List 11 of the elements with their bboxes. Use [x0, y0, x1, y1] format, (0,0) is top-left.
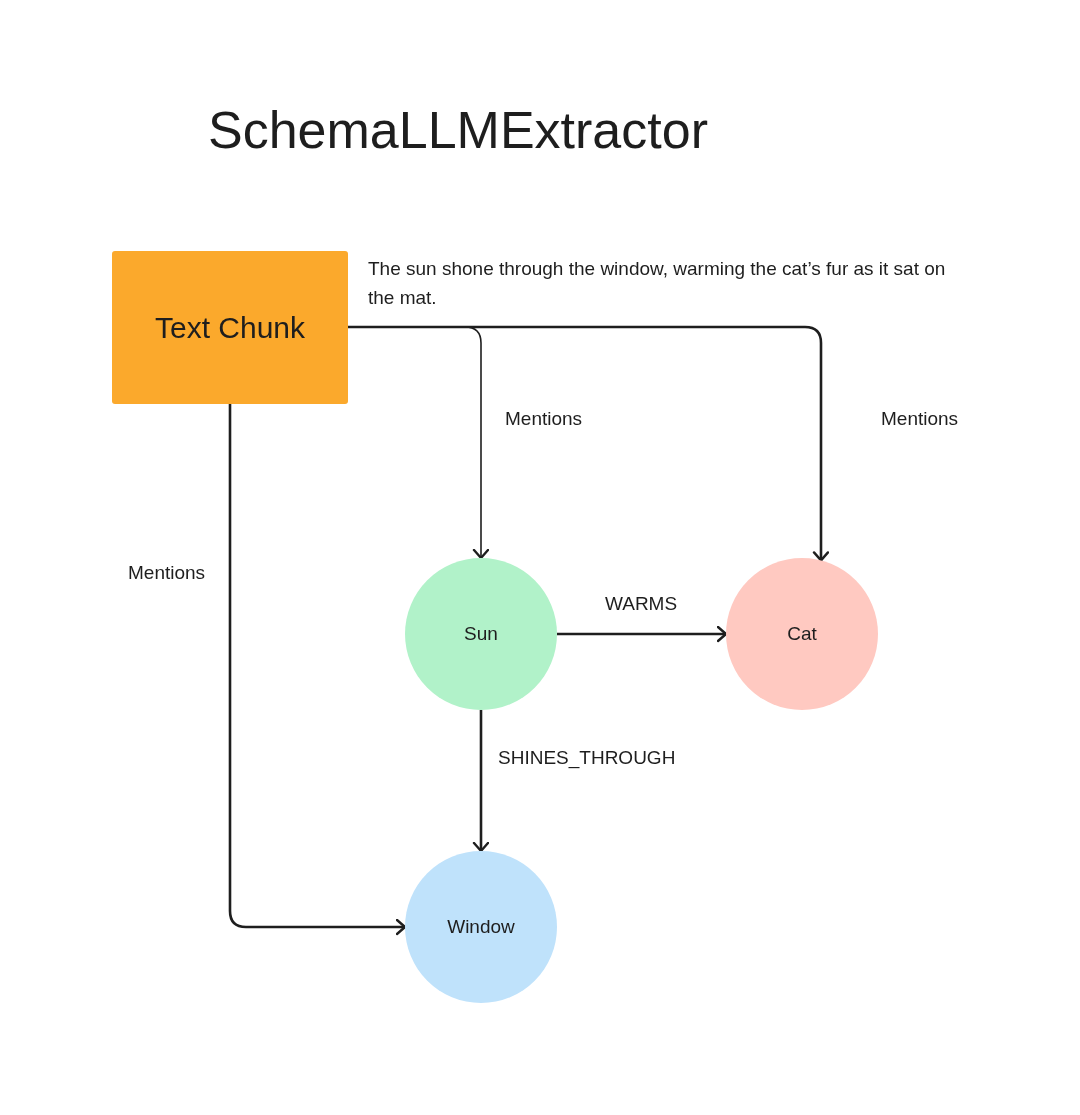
node-caption: The sun shone through the window, warming the cat’s fur as it sat on the mat. — [368, 257, 947, 310]
node-label: Cat — [787, 623, 817, 645]
arrow — [557, 625, 728, 643]
node-label: Sun — [464, 623, 498, 645]
node-label: Text Chunk — [154, 310, 306, 345]
arrow — [348, 325, 830, 562]
diagram-title: SchemaLLMExtractor — [208, 100, 708, 160]
process-box — [112, 251, 348, 404]
arrow — [228, 404, 407, 936]
arrow — [472, 710, 490, 853]
node-label: Window — [447, 916, 515, 938]
